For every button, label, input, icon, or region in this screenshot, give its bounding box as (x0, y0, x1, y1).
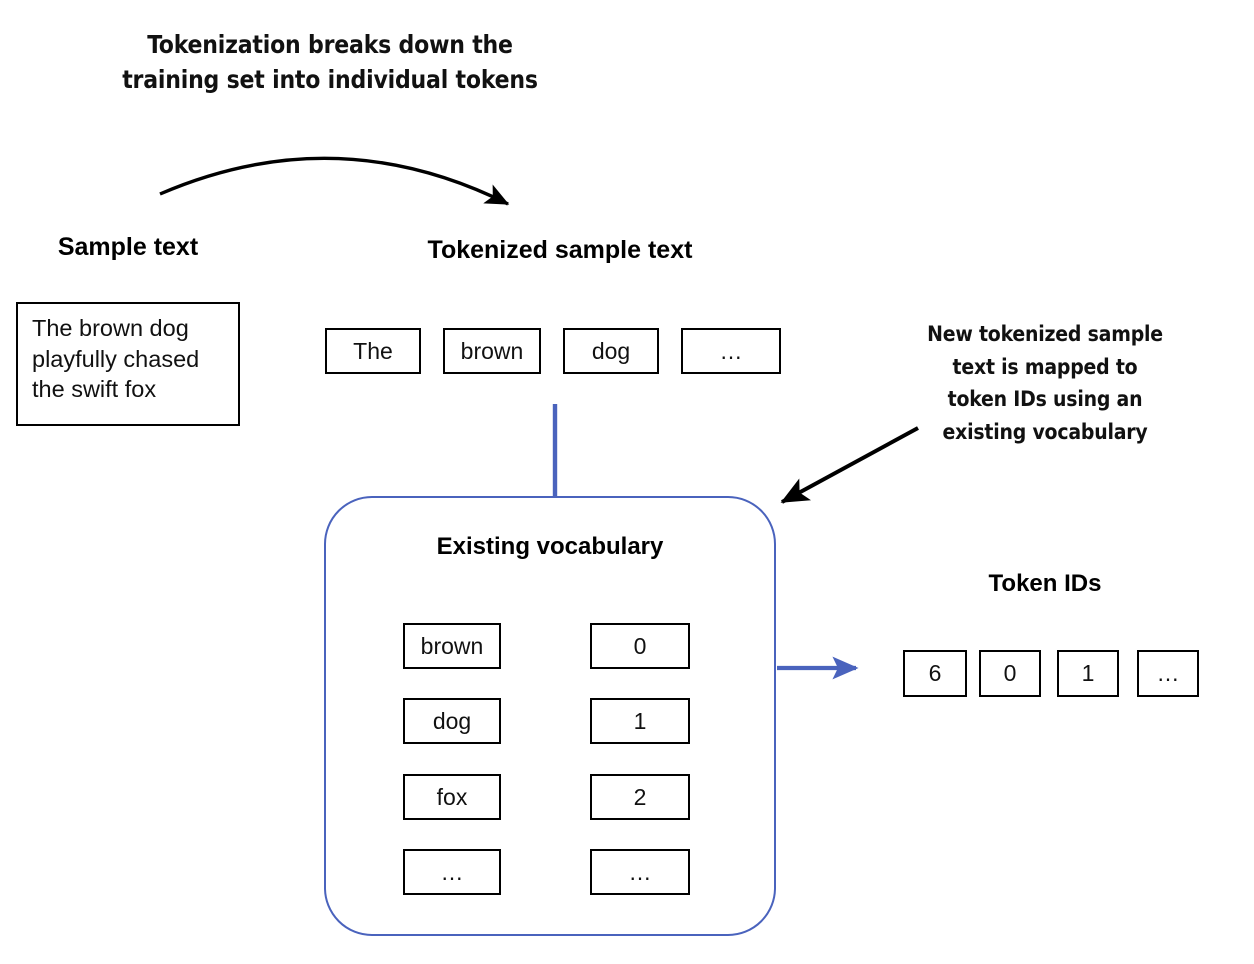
token-box: … (681, 328, 781, 374)
vocab-id-box: 2 (590, 774, 690, 820)
token-ids-heading: Token IDs (988, 570, 1102, 597)
vocab-id-box: 0 (590, 623, 690, 669)
mapping-annotation: New tokenized sample text is mapped to t… (927, 322, 1163, 444)
vocab-word-box: … (403, 849, 501, 895)
token-box: brown (443, 328, 541, 374)
existing-vocabulary-container (324, 496, 776, 936)
token-id-box: 1 (1057, 650, 1119, 697)
sample-text-heading: Sample text (57, 233, 199, 261)
token-box: dog (563, 328, 659, 374)
token-id-box: 0 (979, 650, 1041, 697)
sample-text-box: The brown dog playfully chased the swift… (16, 302, 240, 426)
token-id-box: 6 (903, 650, 967, 697)
existing-vocabulary-heading: Existing vocabulary (436, 533, 664, 560)
token-id-box: … (1137, 650, 1199, 697)
vocab-word-box: brown (403, 623, 501, 669)
vocab-word-box: fox (403, 774, 501, 820)
token-box: The (325, 328, 421, 374)
vocab-id-box: 1 (590, 698, 690, 744)
tokenized-sample-text-heading: Tokenized sample text (427, 236, 693, 264)
vocab-word-box: dog (403, 698, 501, 744)
vocab-id-box: … (590, 849, 690, 895)
diagram-title: Tokenization breaks down the training se… (122, 30, 538, 94)
